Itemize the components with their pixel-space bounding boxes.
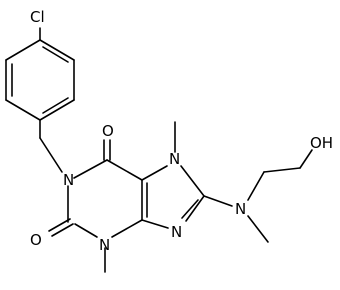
bond-c8-n9 xyxy=(185,195,205,222)
bond-ring xyxy=(39,39,75,61)
atom-label-cl: Cl xyxy=(30,8,45,26)
atom-label-amine-n: N xyxy=(235,200,246,218)
bond-c2-o xyxy=(51,223,74,237)
atom-label-o2: O xyxy=(30,231,42,249)
atom-label-oh: OH xyxy=(310,134,333,152)
atom-label-n1: N xyxy=(63,171,74,189)
atom-label-n9: N xyxy=(171,223,182,241)
bond-c6-c5 xyxy=(106,159,143,181)
bond-c5-n7 xyxy=(141,165,168,181)
bond-namine-ch2 xyxy=(247,171,265,201)
bond-ring xyxy=(39,99,75,121)
atom-label-n7: N xyxy=(169,150,180,168)
bond-ring-inner xyxy=(42,46,69,63)
bond-ring xyxy=(5,39,41,61)
bond-c2-o-double xyxy=(48,218,71,232)
atom-label-n3: N xyxy=(99,236,110,254)
bond-ch2-ch2 xyxy=(263,167,301,173)
atom-label-o6: O xyxy=(102,122,114,140)
bond-ring xyxy=(5,99,41,121)
bond-n9-c4 xyxy=(141,219,169,229)
bond-c8-namine xyxy=(203,195,233,207)
bond-n3-c2 xyxy=(74,223,98,238)
bond-c4-n3 xyxy=(111,219,143,238)
bond-namine-methyl xyxy=(247,215,269,243)
bond-c8-n9-double xyxy=(181,199,199,219)
bond-ch2-oh xyxy=(299,149,313,169)
bond-lines xyxy=(5,27,313,273)
bond-n1-c6 xyxy=(73,159,108,179)
bond-ring-inner xyxy=(42,97,69,114)
bond-n7-c8 xyxy=(180,165,205,197)
bond-ch2-n1 xyxy=(39,137,63,173)
